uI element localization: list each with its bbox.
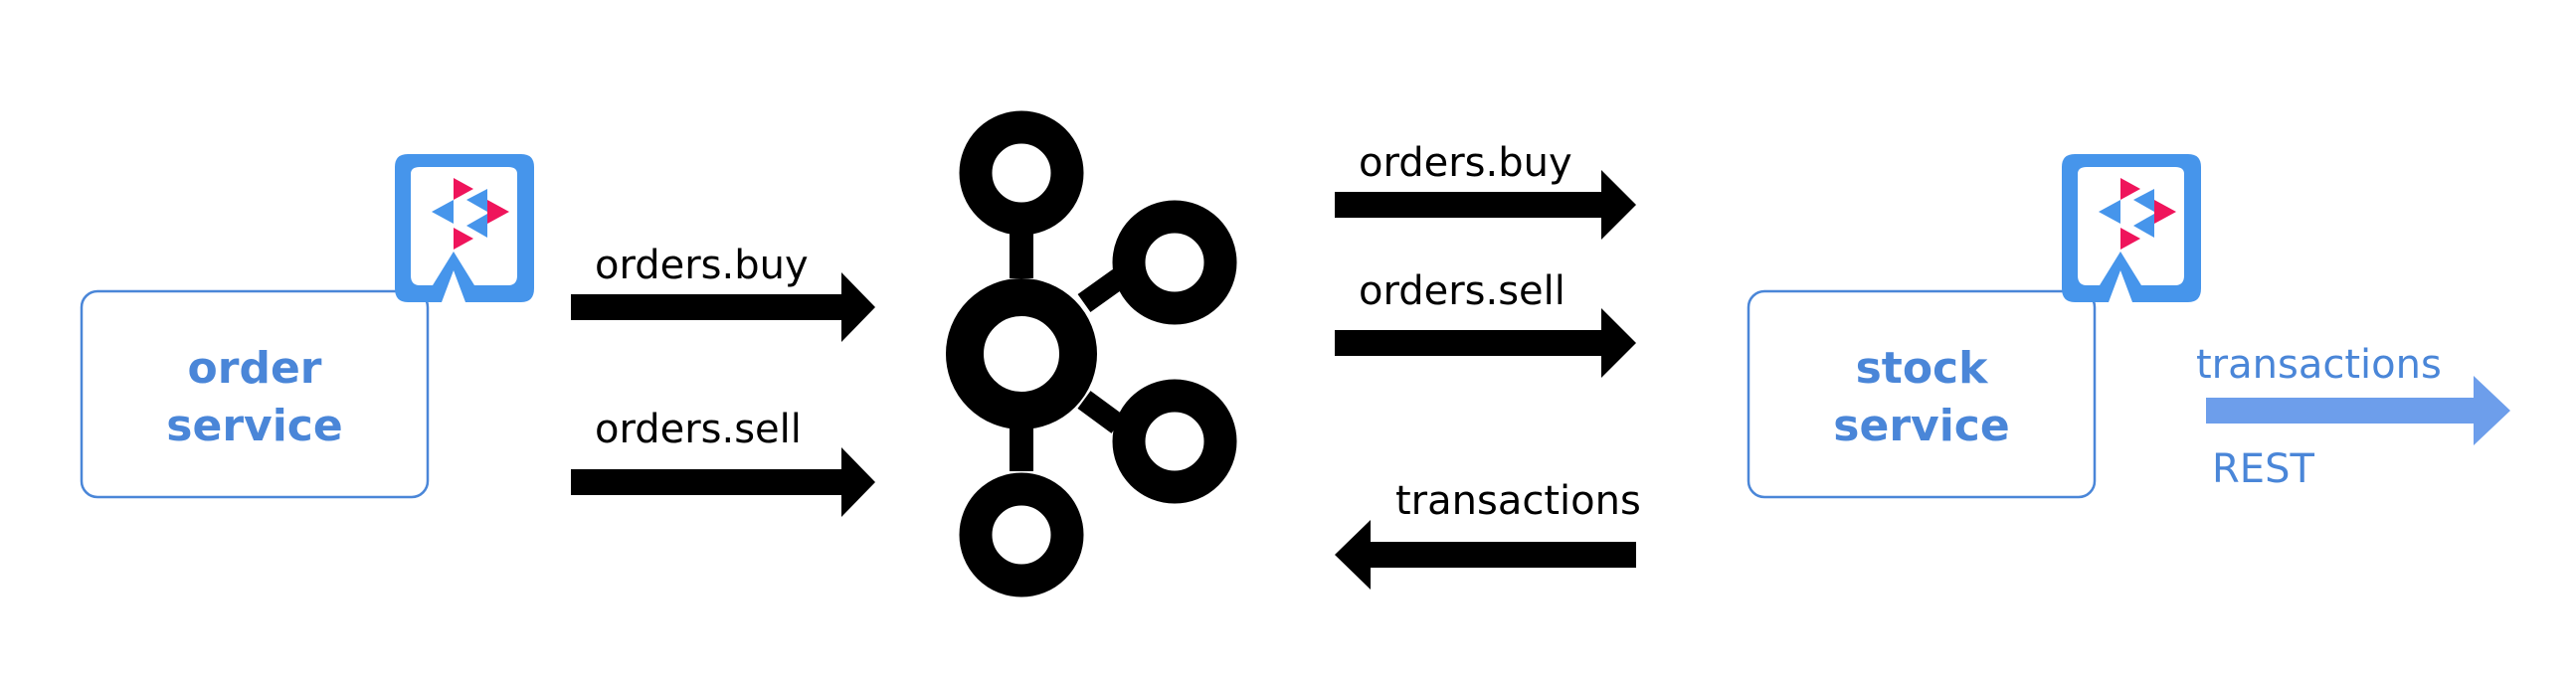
- inbound-topic-label: orders.buy: [595, 243, 809, 288]
- outbound-arrow-orders-sell: orders.sell: [1335, 268, 1636, 378]
- stock-service-label-line2: service: [1833, 401, 2009, 451]
- quarkus-logo-icon: [395, 154, 534, 302]
- inbound-topic-label: orders.sell: [595, 407, 802, 452]
- outbound-topic-label: orders.buy: [1359, 140, 1572, 186]
- outbound-topic-label: orders.sell: [1359, 268, 1565, 314]
- stock-service-label-line1: stock: [1856, 343, 1990, 394]
- return-topic-label: transactions: [1395, 478, 1641, 524]
- rest-output-arrow: transactions REST: [2196, 342, 2510, 492]
- order-service-label-line1: order: [188, 343, 322, 394]
- order-service-box: [80, 289, 430, 499]
- stock-service-box: [1747, 289, 2097, 499]
- quarkus-logo-icon: [2062, 154, 2201, 302]
- rest-output-label: transactions: [2196, 342, 2442, 388]
- order-service-node: order service: [80, 154, 534, 499]
- order-service-label-line2: service: [166, 401, 342, 451]
- outbound-arrow-orders-buy: orders.buy: [1335, 140, 1636, 240]
- inbound-arrow-orders-buy: orders.buy: [571, 243, 875, 342]
- kafka-logo-icon: [946, 110, 1237, 597]
- stock-service-node: stock service: [1747, 154, 2201, 499]
- rest-output-sublabel: REST: [2212, 446, 2314, 492]
- inbound-arrow-orders-sell: orders.sell: [571, 407, 875, 517]
- return-arrow-transactions: transactions: [1335, 478, 1641, 590]
